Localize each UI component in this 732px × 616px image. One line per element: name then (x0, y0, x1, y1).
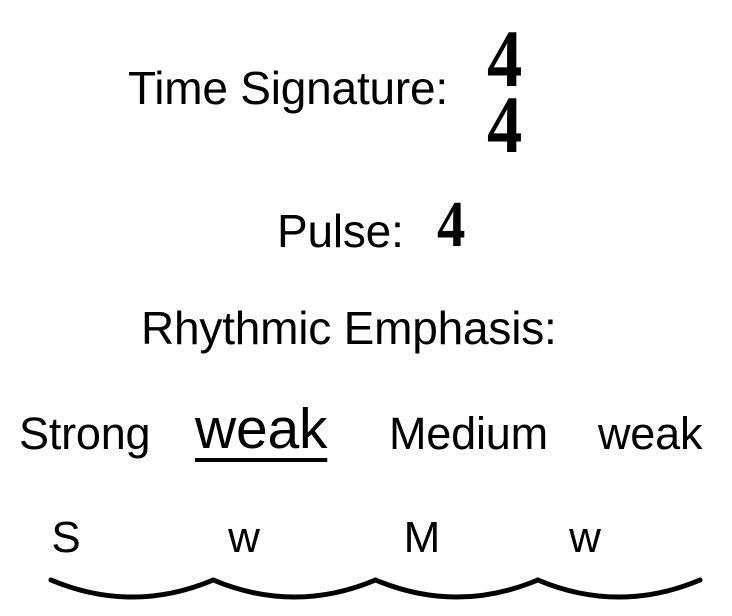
beat-arc-4 (535, 577, 703, 600)
pulse-row: Pulse: 4 (0, 192, 732, 276)
time-signature-beat-unit: 4 (487, 79, 523, 170)
emphasis-word-weak-underlined: weak (195, 397, 328, 461)
time-signature-numerals: 4 4 (487, 12, 557, 172)
beat-abbreviation-3: M (403, 513, 441, 562)
beat-abbreviation-2: w (228, 513, 260, 562)
beat-abbreviation-1: S (51, 513, 81, 562)
pulse-value: 4 (437, 188, 466, 261)
rhythmic-emphasis-words-row: Strong weak Medium weak (0, 401, 732, 475)
time-signature-label: Time Signature: (128, 62, 448, 114)
beat-arc-2 (210, 577, 378, 600)
beat-arc-1 (48, 577, 216, 600)
beat-abbreviation-4: w (569, 513, 601, 562)
pulse-label: Pulse: (277, 205, 404, 257)
time-signature-row: Time Signature: 4 4 (0, 12, 732, 172)
beat-arcs-row (0, 566, 732, 616)
rhythmic-emphasis-title: Rhythmic Emphasis: (141, 302, 557, 354)
emphasis-word-strong: Strong (19, 408, 151, 459)
emphasis-word-medium: Medium (389, 408, 548, 459)
beat-arc-3 (373, 577, 541, 600)
beat-abbreviation-row: S w M w (0, 516, 732, 566)
beat-arcs-svg (48, 577, 703, 600)
time-signature-beats-per-measure: 4 (487, 13, 523, 104)
emphasis-word-weak: weak (598, 408, 703, 459)
